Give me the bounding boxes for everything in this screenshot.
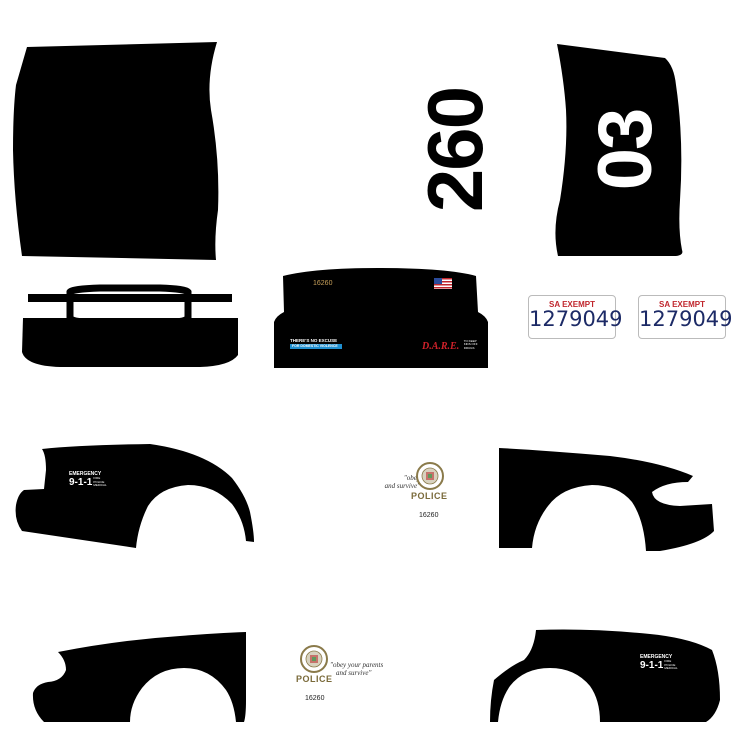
excuse-decal: THERE'S NO EXCUSE FOR DOMESTIC VIOLENCE [290, 338, 342, 349]
quarter-panel-left [15, 444, 254, 548]
police-label: POLICE [411, 491, 448, 501]
plate-header: SA EXEMPT [549, 300, 595, 309]
fender-lower-right [490, 629, 720, 722]
excuse-line-2: FOR DOMESTIC VIOLENCE [290, 344, 342, 349]
us-flag-icon [434, 278, 452, 289]
plate-header: SA EXEMPT [659, 300, 705, 309]
license-plate-front: SA EXEMPT 1279049 [528, 295, 623, 339]
dare-decal: D.A.R.E. TO KEEP KIDS OFF DRUGS [422, 336, 482, 354]
emergency-side-1: FIRE [664, 659, 672, 664]
roof-unit-number: 03 [583, 109, 668, 191]
trunk-panel [274, 268, 488, 368]
fender-lower-left [32, 632, 246, 722]
emergency-side-1: FIRE [93, 476, 101, 481]
city-seal-icon [300, 645, 328, 673]
trunk-unit-id: 16260 [313, 280, 333, 287]
police-label: POLICE [296, 674, 333, 684]
hood-unit-number: 260 [411, 87, 499, 213]
motto-line-2: and survive" [336, 669, 372, 677]
emergency-side-3: MEDICAL [93, 483, 107, 488]
roof-panel [555, 44, 683, 256]
emergency-label: EMERGENCY [69, 471, 102, 477]
emergency-side-2: POLICE [664, 662, 676, 667]
emergency-side-2: POLICE [93, 479, 105, 484]
emergency-number: 9-1-1 [640, 660, 664, 671]
emergency-label: EMERGENCY [640, 654, 673, 660]
dare-tagline: TO KEEP KIDS OFF DRUGS [463, 338, 478, 350]
emergency-badge-left: EMERGENCY 9-1-1 FIRE POLICE MEDICAL [69, 471, 107, 488]
license-plate-rear: SA EXEMPT 1279049 [638, 295, 733, 339]
motto-text: "obey and survive" [370, 474, 420, 490]
motto-line-2: and survive" [384, 482, 420, 490]
excuse-line-1: THERE'S NO EXCUSE [290, 338, 338, 343]
plate-number: 1279049 [639, 307, 733, 331]
front-grille [22, 284, 238, 367]
plate-number: 1279049 [529, 307, 623, 331]
city-seal-icon [416, 462, 444, 490]
motto-text: "obey your parents and survive" [330, 661, 383, 677]
hood-panel [13, 42, 219, 260]
dare-logo: D.A.R.E. [422, 341, 460, 352]
motto-line-1: "obey your parents [330, 661, 384, 669]
door-unit-id: 16260 [305, 695, 325, 702]
emergency-number: 9-1-1 [69, 477, 93, 488]
door-unit-id: 16260 [419, 512, 439, 519]
motto-line-1: "obey [403, 474, 420, 482]
emergency-side-3: MEDICAL [664, 666, 678, 671]
emergency-badge-right: EMERGENCY 9-1-1 FIRE POLICE MEDICAL [640, 654, 678, 671]
quarter-panel-right [499, 448, 714, 551]
